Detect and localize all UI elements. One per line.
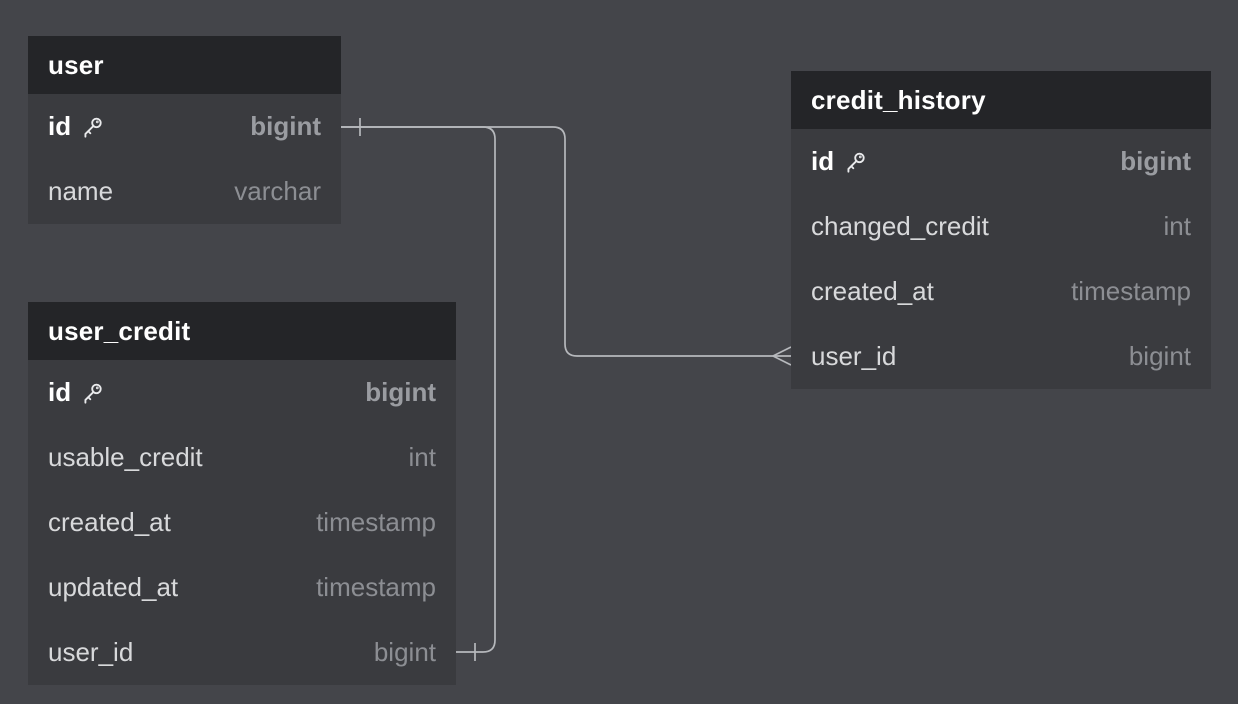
primary-key-icon	[84, 383, 102, 404]
column-name-group: created_at	[48, 507, 171, 538]
table-header[interactable]: user	[28, 36, 341, 94]
column-type: bigint	[1120, 146, 1191, 176]
relationship-line[interactable]	[341, 118, 792, 366]
table-row[interactable]: usable_credit int	[28, 425, 456, 490]
table-title: user	[48, 49, 104, 80]
column-name: updated_at	[48, 572, 179, 602]
table-row[interactable]: updated_at timestamp	[28, 555, 456, 620]
table-user_credit[interactable]: user_credit id bigint usable_credit int …	[28, 302, 456, 685]
column-name: created_at	[48, 507, 171, 537]
column-name: id	[48, 111, 72, 141]
column-name: user_id	[48, 637, 134, 667]
column-name: created_at	[811, 276, 934, 306]
column-type: bigint	[365, 377, 436, 407]
column-type: varchar	[234, 176, 321, 206]
primary-key-icon	[84, 117, 102, 138]
table-user[interactable]: user id bigint name varchar	[28, 36, 341, 224]
table-body: id bigint name varchar	[28, 94, 341, 224]
column-type: timestamp	[316, 507, 436, 537]
column-name-group: created_at	[811, 276, 934, 307]
table-row[interactable]: name varchar	[28, 159, 341, 224]
column-type: bigint	[373, 637, 436, 667]
column-name-group: user_id	[811, 341, 896, 372]
table-row[interactable]: changed_credit int	[791, 194, 1211, 259]
table-row[interactable]: user_id bigint	[791, 324, 1211, 389]
table-row[interactable]: created_at timestamp	[791, 259, 1211, 324]
column-name-group: id	[811, 146, 868, 177]
relationship-path[interactable]	[341, 126, 496, 653]
table-credit_history[interactable]: credit_history id bigint changed_credit …	[791, 71, 1211, 389]
column-name: id	[48, 377, 72, 407]
column-name: usable_credit	[48, 442, 203, 472]
column-type: int	[408, 442, 436, 472]
relationship-path[interactable]	[341, 126, 791, 357]
table-row[interactable]: id bigint	[28, 94, 341, 159]
column-type: timestamp	[316, 572, 436, 602]
column-name: name	[48, 176, 114, 206]
table-row[interactable]: id bigint	[791, 129, 1211, 194]
table-row[interactable]: user_id bigint	[28, 620, 456, 685]
column-name-group: usable_credit	[48, 442, 203, 473]
column-name: user_id	[811, 341, 897, 371]
table-row[interactable]: id bigint	[28, 360, 456, 425]
table-header[interactable]: credit_history	[791, 71, 1211, 129]
primary-key-icon	[847, 152, 865, 173]
column-type: bigint	[250, 111, 321, 141]
column-name-group: name	[48, 176, 113, 207]
column-name-group: updated_at	[48, 572, 178, 603]
table-title: user_credit	[48, 315, 191, 346]
table-body: id bigint usable_credit int created_at t…	[28, 360, 456, 685]
column-type: timestamp	[1071, 276, 1191, 306]
column-name: id	[811, 146, 835, 176]
column-type: int	[1163, 211, 1191, 241]
column-type: bigint	[1128, 341, 1191, 371]
relationship-line[interactable]	[341, 126, 496, 661]
table-header[interactable]: user_credit	[28, 302, 456, 360]
column-name-group: changed_credit	[811, 211, 989, 242]
table-row[interactable]: created_at timestamp	[28, 490, 456, 555]
column-name-group: user_id	[48, 637, 133, 668]
table-title: credit_history	[811, 84, 986, 115]
column-name: changed_credit	[811, 211, 989, 241]
column-name-group: id	[48, 377, 105, 408]
column-name-group: id	[48, 111, 105, 142]
table-body: id bigint changed_credit int created_at …	[791, 129, 1211, 389]
